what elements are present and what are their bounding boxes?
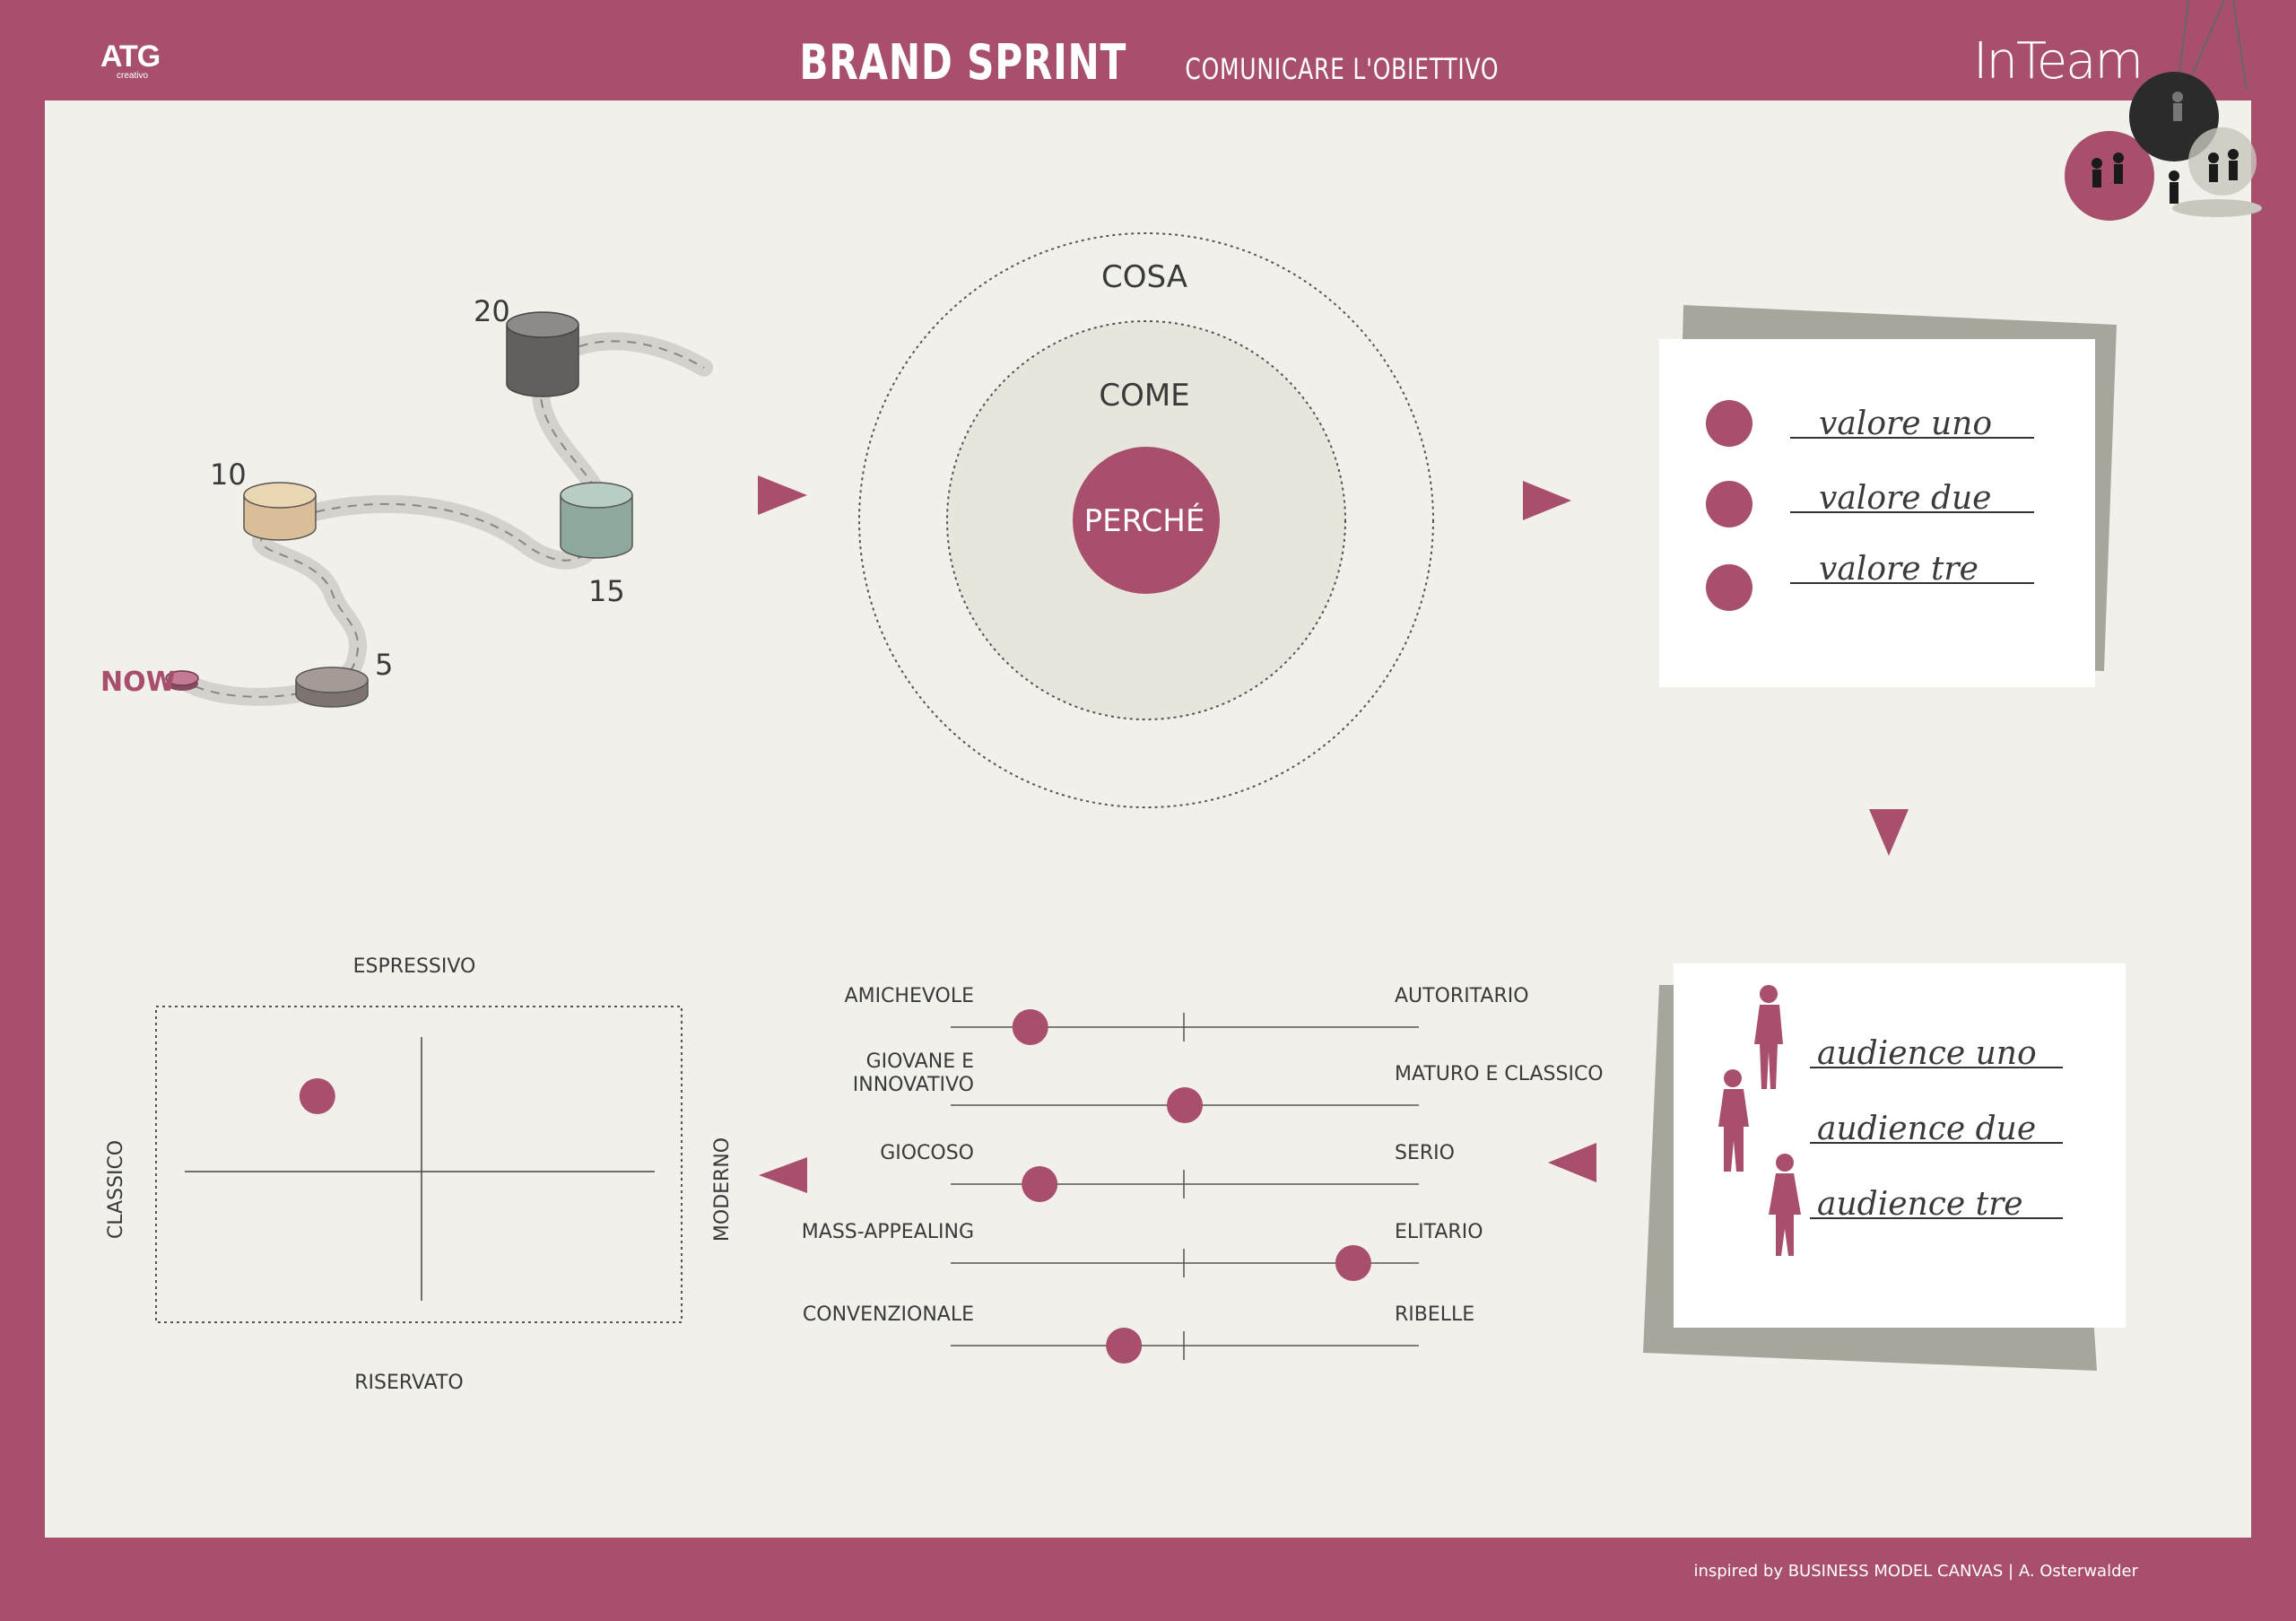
matrix-bottom-label: RISERVATO <box>354 1372 463 1394</box>
inteam-logo: InTeam <box>1973 32 2144 91</box>
person-icon-3 <box>1769 1154 1801 1256</box>
arrow-down <box>1869 809 1909 856</box>
audience-item-2: audience due <box>1817 1111 2036 1147</box>
slider-right-label: RIBELLE <box>1395 1303 1474 1326</box>
cosa-label: COSA <box>1101 259 1187 295</box>
slider-4[interactable]: MASS-APPEALING ELITARIO <box>802 1221 1483 1281</box>
atg-logo-sub: creativo <box>117 71 149 81</box>
arrow-left-1 <box>1548 1143 1596 1182</box>
milestone-15: 15 <box>560 482 633 608</box>
matrix-frame <box>155 1006 683 1323</box>
slider-3[interactable]: GIOCOSO SERIO <box>880 1142 1455 1202</box>
value-bullet-2 <box>1706 481 1752 527</box>
slider-right-label: AUTORITARIO <box>1395 985 1529 1007</box>
value-bullet-3 <box>1706 564 1752 611</box>
personality-sliders: AMICHEVOLE AUTORITARIO GIOVANE EINNOVATIVO… <box>802 985 1604 1364</box>
audience-item-1: audience uno <box>1817 1035 2037 1072</box>
positioning-matrix: ESPRESSIVO RISERVATO CLASSICO MODERNO <box>105 955 734 1394</box>
milestone-10-label: 10 <box>210 458 247 492</box>
slider-5[interactable]: CONVENZIONALE RIBELLE <box>803 1303 1474 1364</box>
roadmap-dash <box>180 340 705 698</box>
matrix-right-label: MODERNO <box>711 1137 734 1242</box>
slider-knob[interactable] <box>1022 1166 1058 1202</box>
atg-logo-text: ATG <box>100 39 161 74</box>
milestone-5-label: 5 <box>375 648 393 682</box>
slider-right-label: MATURO E CLASSICO <box>1395 1063 1604 1085</box>
circle-inner <box>1073 447 1220 594</box>
matrix-point <box>299 1078 335 1114</box>
golden-circle: COSA COME PERCHÉ <box>858 232 1434 808</box>
value-item-1: valore uno <box>1819 405 1992 442</box>
arrow-right-1 <box>758 475 807 515</box>
milestone-5: 5 <box>295 648 393 708</box>
milestone-20-label: 20 <box>474 294 510 328</box>
arrow-right-2 <box>1523 481 1571 520</box>
milestone-20: 20 <box>474 294 579 397</box>
slider-left-label: AMICHEVOLE <box>845 985 974 1007</box>
team-decoration <box>2065 0 2262 221</box>
audience-paper <box>1674 963 2126 1328</box>
slider-right-label: ELITARIO <box>1395 1221 1483 1243</box>
page-title: BRAND SPRINT COMUNICARE L'OBIETTIVO <box>0 34 2296 91</box>
value-item-2: valore due <box>1819 480 1991 517</box>
matrix-left-label: CLASSICO <box>105 1140 127 1239</box>
value-item-3: valore tre <box>1819 551 1979 588</box>
title-subtitle: COMUNICARE L'OBIETTIVO <box>1184 52 1499 86</box>
slider-left-label: GIOVANE E <box>866 1050 974 1073</box>
values-card: valore uno valore due valore tre <box>1659 305 2117 687</box>
person-icon-2 <box>1718 1069 1749 1172</box>
arrow-left-2 <box>759 1157 807 1193</box>
slider-knob[interactable] <box>1106 1328 1143 1364</box>
now-label: NOW <box>100 667 176 698</box>
audience-card: audience uno audience due audience tre <box>1643 963 2126 1371</box>
roadmap: NOW 5 10 15 20 <box>100 294 713 708</box>
footer-credit: inspired by BUSINESS MODEL CANVAS | A. O… <box>1693 1562 2138 1581</box>
value-bullet-1 <box>1706 400 1752 447</box>
now-marker <box>165 670 199 686</box>
milestone-15-label: 15 <box>588 574 625 608</box>
matrix-top-label: ESPRESSIVO <box>353 955 476 978</box>
slider-knob[interactable] <box>1335 1245 1371 1281</box>
slider-knob[interactable] <box>1012 1009 1048 1045</box>
circle-outer <box>858 232 1434 808</box>
slider-right-label: SERIO <box>1395 1142 1455 1164</box>
slider-knob[interactable] <box>1167 1087 1203 1123</box>
title-main: BRAND SPRINT <box>799 34 1126 91</box>
atg-logo: ATG creativo <box>100 39 161 81</box>
slider-left-label: INNOVATIVO <box>853 1074 974 1096</box>
slider-left-label: CONVENZIONALE <box>803 1303 974 1326</box>
slider-1[interactable]: AMICHEVOLE AUTORITARIO <box>845 985 1529 1045</box>
person-icons <box>1718 985 1801 1256</box>
slider-left-label: MASS-APPEALING <box>802 1221 974 1243</box>
come-label: COME <box>1099 378 1189 414</box>
milestone-10: 10 <box>210 458 317 541</box>
slider-left-label: GIOCOSO <box>880 1142 974 1164</box>
audience-item-3: audience tre <box>1817 1186 2023 1223</box>
perche-label: PERCHÉ <box>1084 502 1205 539</box>
person-icon-1 <box>1754 985 1783 1089</box>
